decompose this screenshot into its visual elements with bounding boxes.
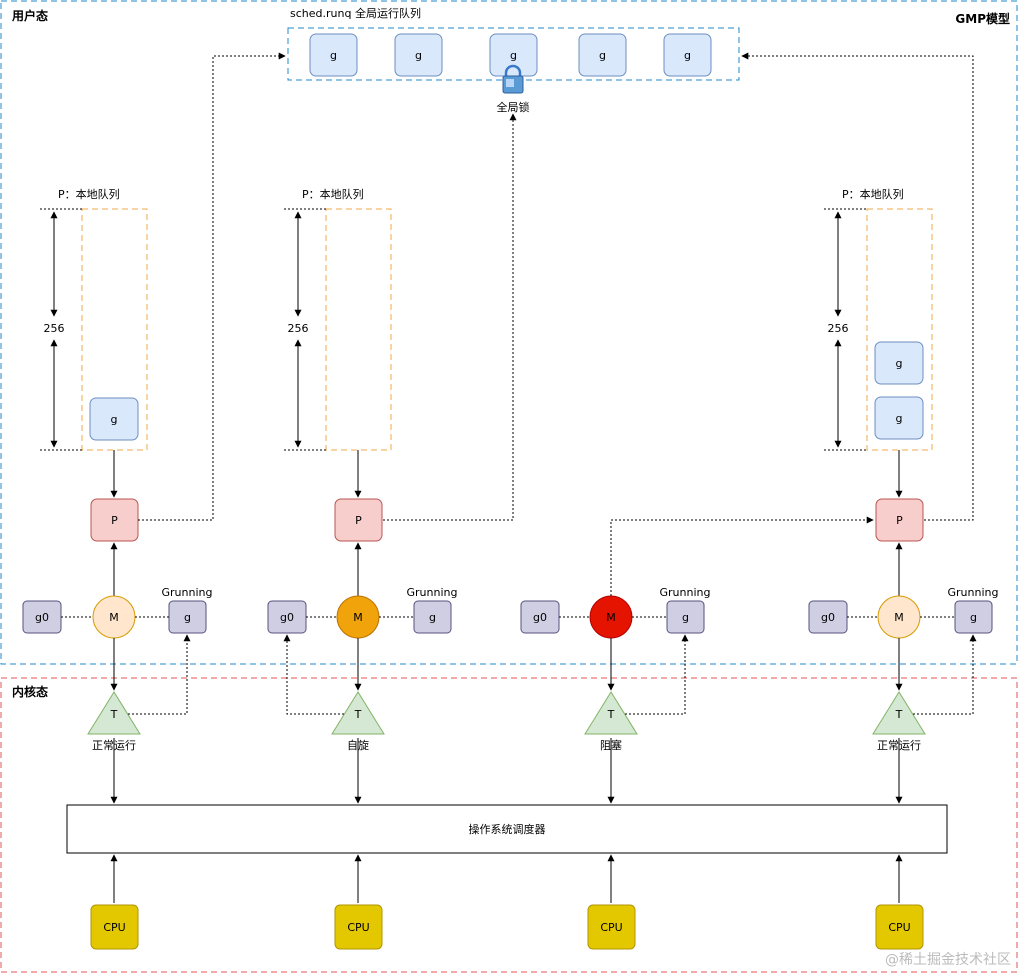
local-queue-g-4-2: g (874, 396, 924, 440)
local-queue-label-2: P：本地队列 (302, 187, 364, 201)
t-thread-label-2: T (354, 708, 362, 721)
t-thread-4: T (872, 691, 926, 735)
global-queue-g-3-label: g (510, 49, 517, 62)
t-to-g0-2 (283, 634, 344, 715)
lock-icon (502, 64, 524, 94)
m-node-2: M (336, 595, 380, 639)
watermark: @稀土掘金技术社区 (885, 952, 1011, 968)
cpu-1-label: CPU (103, 921, 125, 934)
g0-node-2-label: g0 (280, 611, 294, 624)
blocked-m-to-p4-link (610, 516, 874, 596)
global-queue-g-2-label: g (415, 49, 422, 62)
local-queue-1 (81, 208, 148, 451)
p-node-4-label: P (896, 514, 903, 527)
grunning-g-1: g (168, 600, 207, 634)
g0-node-4-label: g0 (821, 611, 835, 624)
global-run-queue-label: sched.runq 全局运行队列 (290, 6, 421, 20)
grunning-g-1-label: g (184, 611, 191, 624)
t-to-grunning-3 (625, 634, 689, 715)
grunning-g-3-label: g (682, 611, 689, 624)
m-node-4: M (877, 595, 921, 639)
local-queue-4 (866, 208, 933, 451)
global-queue-g-5: g (663, 33, 712, 77)
grunning-label-1: Grunning (162, 586, 213, 599)
global-queue-g-2: g (394, 33, 443, 77)
grunning-g-4: g (954, 600, 993, 634)
t-thread-3: T (584, 691, 638, 735)
grunning-g-2-label: g (429, 611, 436, 624)
m-node-label-2: M (353, 611, 363, 624)
g0-node-4: g0 (808, 600, 848, 634)
p1-to-global-queue-link (138, 52, 286, 521)
queue-size-label-2: 256 (288, 322, 309, 335)
local-queue-g-4-2-label: g (896, 412, 903, 425)
local-queue-label-4: P：本地队列 (842, 187, 904, 201)
global-queue-g-3: g (489, 33, 538, 77)
p4-to-global-queue-link (741, 52, 974, 521)
t-thread-label-4: T (895, 708, 903, 721)
queue-size-label-1: 256 (44, 322, 65, 335)
global-queue-g-5-label: g (684, 49, 691, 62)
user-space-label: 用户态 (11, 8, 48, 23)
m-node-label-4: M (894, 611, 904, 624)
os-scheduler (66, 804, 948, 854)
t-to-grunning-4 (913, 634, 977, 715)
t-thread-2: T (331, 691, 385, 735)
g0-node-2: g0 (267, 600, 307, 634)
kernel-space-zone (0, 677, 1018, 973)
cpu-4-label: CPU (888, 921, 910, 934)
m-node-label-1: M (109, 611, 119, 624)
model-label: GMP模型 (955, 11, 1010, 26)
g0-node-3: g0 (520, 600, 560, 634)
grunning-g-3: g (666, 600, 705, 634)
local-queue-2 (325, 208, 392, 451)
grunning-label-3: Grunning (660, 586, 711, 599)
t-thread-1: T (87, 691, 141, 735)
p-node-1: P (90, 498, 139, 542)
m-node-1: M (92, 595, 136, 639)
kernel-space-label: 内核态 (12, 684, 48, 699)
global-run-queue (287, 27, 740, 81)
global-lock-label: 全局锁 (497, 100, 530, 114)
cpu-2: CPU (334, 904, 383, 950)
global-queue-g-4: g (578, 33, 627, 77)
p-node-4: P (875, 498, 924, 542)
m-node-3: M (589, 595, 633, 639)
grunning-g-2: g (413, 600, 452, 634)
g0-node-1-label: g0 (35, 611, 49, 624)
local-queue-label-1: P：本地队列 (58, 187, 120, 201)
t-thread-label-1: T (110, 708, 118, 721)
global-queue-g-4-label: g (599, 49, 606, 62)
local-queue-g-4-1-label: g (896, 357, 903, 370)
cpu-2-label: CPU (347, 921, 369, 934)
p-node-2: P (334, 498, 383, 542)
g0-node-3-label: g0 (533, 611, 547, 624)
g0-node-1: g0 (22, 600, 62, 634)
p-node-2-label: P (355, 514, 362, 527)
m-node-label-3: M (606, 611, 616, 624)
cpu-1: CPU (90, 904, 139, 950)
os-scheduler-label: 操作系统调度器 (469, 822, 546, 836)
grunning-label-4: Grunning (948, 586, 999, 599)
t-thread-label-3: T (607, 708, 615, 721)
grunning-label-2: Grunning (407, 586, 458, 599)
cpu-3-label: CPU (600, 921, 622, 934)
local-queue-g-1-1: g (89, 397, 139, 441)
cpu-4: CPU (875, 904, 924, 950)
global-queue-g-1-label: g (330, 49, 337, 62)
local-queue-g-4-1: g (874, 341, 924, 385)
global-queue-g-1: g (309, 33, 358, 77)
queue-size-label-4: 256 (828, 322, 849, 335)
local-queue-g-1-1-label: g (111, 413, 118, 426)
p2-to-global-lock-link (383, 113, 517, 521)
t-to-grunning-1 (128, 634, 191, 715)
grunning-g-4-label: g (970, 611, 977, 624)
p-node-1-label: P (111, 514, 118, 527)
cpu-3: CPU (587, 904, 636, 950)
